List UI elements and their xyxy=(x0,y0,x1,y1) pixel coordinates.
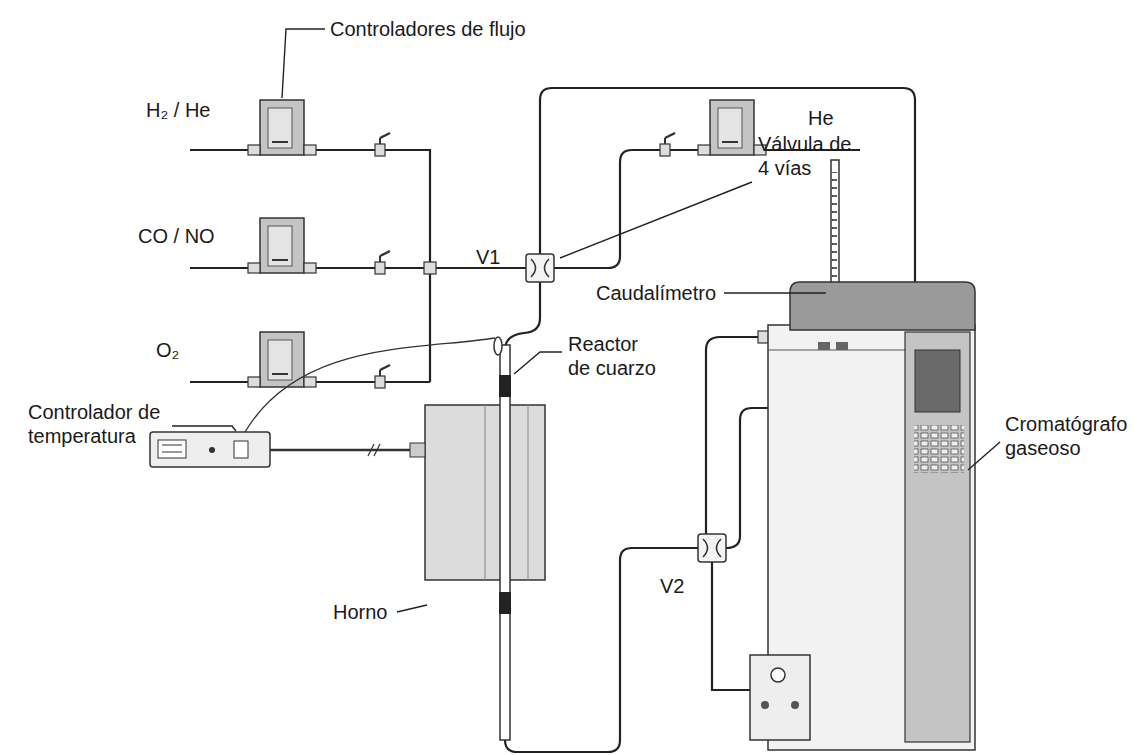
quartz-reactor xyxy=(494,337,511,740)
label: Caudalímetro xyxy=(596,281,716,305)
label: V1 xyxy=(476,245,500,269)
temperature-controller xyxy=(150,338,495,467)
label: H₂ / He xyxy=(146,98,210,122)
flow-controllers xyxy=(248,100,766,387)
four-way-valves xyxy=(526,254,726,562)
furnace xyxy=(425,405,545,580)
label: Controlador de temperatura xyxy=(28,400,168,448)
gas-chromatograph xyxy=(750,282,975,750)
tee-fittings xyxy=(424,262,770,343)
leader-lines xyxy=(172,29,1000,612)
label: Cromatógrafo gaseoso xyxy=(1005,412,1135,460)
label: Horno xyxy=(333,600,387,624)
label: Reactor de cuarzo xyxy=(568,332,661,380)
label: CO / NO xyxy=(138,224,215,248)
label: V2 xyxy=(660,574,684,598)
label: O₂ xyxy=(156,338,179,362)
label: Controladores de flujo xyxy=(330,17,526,41)
label: Válvula de 4 vías xyxy=(758,132,858,180)
shutoff-valves xyxy=(375,133,675,388)
label: He xyxy=(808,106,834,130)
